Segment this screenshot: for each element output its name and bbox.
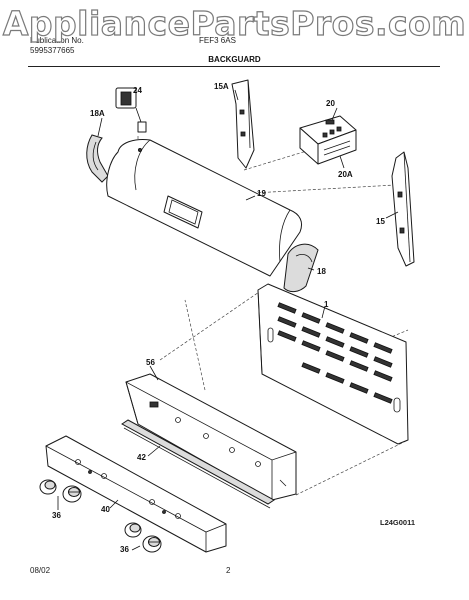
callout-36-left: 36 xyxy=(52,511,61,520)
callout-19: 19 xyxy=(257,189,266,198)
callout-24: 24 xyxy=(133,86,142,95)
diagram-code: L24G0011 xyxy=(380,518,416,527)
part-40-control-panel[interactable] xyxy=(45,435,227,553)
part-42-trim-strip[interactable] xyxy=(121,419,275,509)
part-24-rocker-switch[interactable] xyxy=(115,87,147,133)
header-divider xyxy=(28,66,440,67)
callout-15: 15 xyxy=(376,217,385,226)
callout-18a: 18A xyxy=(90,109,105,118)
footer-page-number: 2 xyxy=(226,566,231,575)
callout-1: 1 xyxy=(324,300,329,309)
publication-label: Publication No. xyxy=(30,36,84,45)
part-1-rear-panel[interactable] xyxy=(257,283,409,445)
part-19-backguard-panel[interactable] xyxy=(106,139,303,277)
part-18a-left-end-cap[interactable] xyxy=(86,134,109,183)
part-18-right-end-cap[interactable] xyxy=(283,243,319,293)
part-36-knobs-right[interactable] xyxy=(124,522,162,553)
callout-42: 42 xyxy=(137,453,146,462)
callout-20a: 20A xyxy=(338,170,353,179)
model-number: FEF3 6AS xyxy=(199,36,236,45)
part-15a-left-side-bracket[interactable] xyxy=(231,79,255,169)
callout-18: 18 xyxy=(317,267,326,276)
part-36-knobs-left[interactable] xyxy=(39,479,82,503)
callout-56: 56 xyxy=(146,358,155,367)
callout-36-right: 36 xyxy=(120,545,129,554)
callout-labels: 24 18A 15A 19 20 20A 15 18 1 56 42 40 36… xyxy=(52,82,385,554)
callout-leader-lines xyxy=(57,89,399,551)
vent-louvers xyxy=(277,302,393,404)
section-title: BACKGUARD xyxy=(208,55,261,64)
watermark-logo: AppliancePartsPros.com xyxy=(2,3,467,43)
footer-date: 08/02 xyxy=(30,566,51,575)
part-15-right-side-bracket[interactable] xyxy=(391,151,415,267)
part-56-control-panel-bracket[interactable] xyxy=(125,373,297,501)
callout-20: 20 xyxy=(326,99,335,108)
publication-number: 5995377665 xyxy=(30,46,75,55)
callout-15a: 15A xyxy=(214,82,229,91)
callout-40: 40 xyxy=(101,505,110,514)
part-20-clock-timer[interactable] xyxy=(299,115,357,165)
